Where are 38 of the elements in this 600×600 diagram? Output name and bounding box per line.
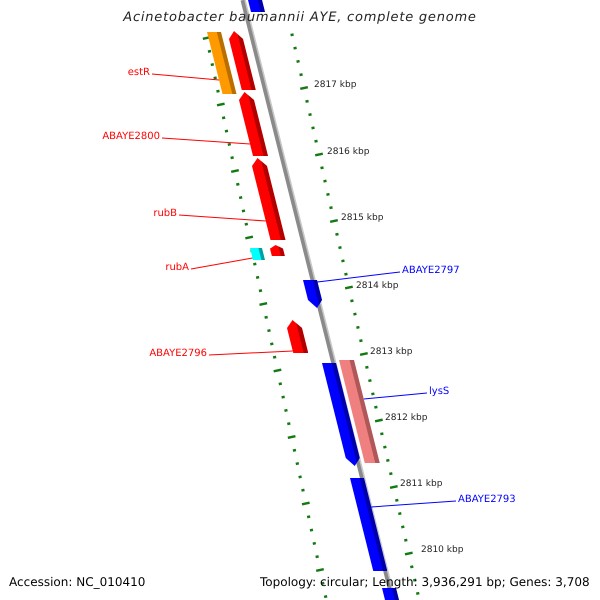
gene-label: estR (128, 67, 150, 79)
leader-line (363, 392, 428, 400)
leader-line (152, 74, 220, 80)
scale-tick-label: 2813 kbp (370, 347, 412, 358)
gene-label: ABAYE2796 (149, 348, 207, 360)
gene-label: ABAYE2793 (458, 494, 516, 506)
gene-feature (303, 280, 322, 308)
gene-label: rubA (165, 262, 189, 274)
scale-tick-label: 2810 kbp (421, 545, 464, 556)
scale-tick-label: 2811 kbp (400, 479, 442, 490)
leader-line (370, 500, 456, 508)
gene-feature (248, 0, 265, 12)
gene-feature (252, 158, 286, 240)
gene-feature (339, 360, 380, 463)
leader-line (162, 138, 250, 144)
gene-feature (382, 588, 399, 600)
scale-tick-label: 2817 kbp (314, 80, 356, 91)
gene-label: ABAYE2800 (102, 131, 160, 143)
gene-feature (350, 478, 388, 571)
gene-label: lysS (429, 386, 450, 398)
diagram-title: Acinetobacter baumannii AYE, complete genome (122, 10, 478, 26)
map-info: Topology: circular; Length: 3,936,291 bp; Genes: 3,708 (260, 575, 590, 589)
scale-tick-label: 2812 kbp (385, 413, 428, 424)
leader-line (317, 272, 400, 282)
gene-feature (270, 245, 285, 256)
leader-line (208, 350, 294, 356)
leader-line (178, 214, 266, 222)
gene-feature (250, 248, 265, 260)
gene-label: rubB (153, 208, 177, 220)
scale-tick-label: 2816 kbp (327, 147, 370, 158)
scale-tick-label: 2815 kbp (341, 213, 384, 224)
gene-label: ABAYE2797 (402, 265, 460, 277)
gene-feature (239, 92, 268, 156)
gene-feature (287, 320, 308, 353)
scale-tick-label: 2814 kbp (356, 281, 398, 292)
map-info: Accession: NC_010410 (9, 575, 146, 589)
gene-feature (229, 31, 256, 90)
leader-line (190, 258, 253, 270)
